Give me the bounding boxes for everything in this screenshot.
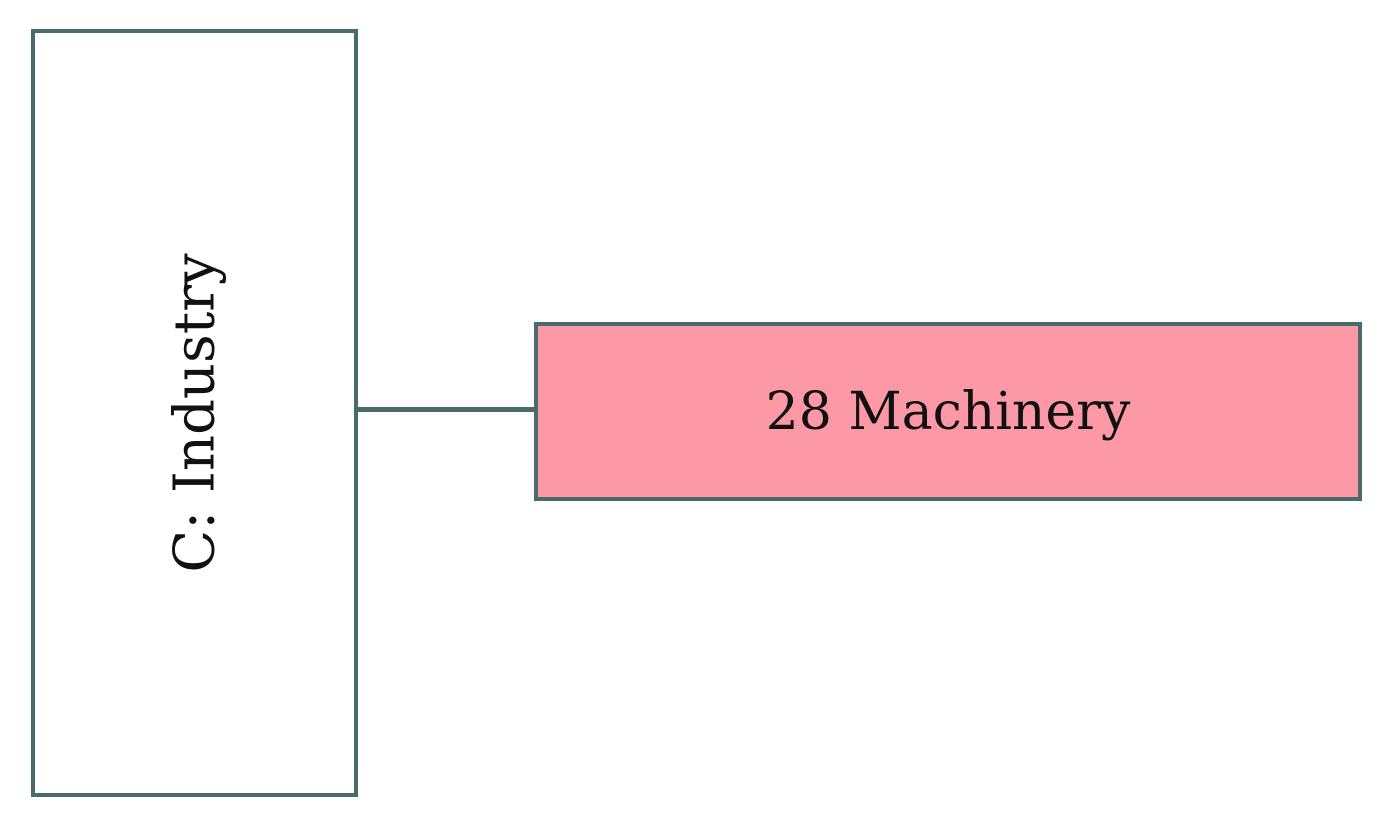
industry-node: C: Industry — [31, 29, 358, 797]
machinery-node-label: 28 Machinery — [765, 381, 1131, 442]
machinery-node: 28 Machinery — [534, 322, 1362, 501]
industry-node-label: C: Industry — [162, 253, 227, 573]
connector-line — [356, 407, 536, 412]
